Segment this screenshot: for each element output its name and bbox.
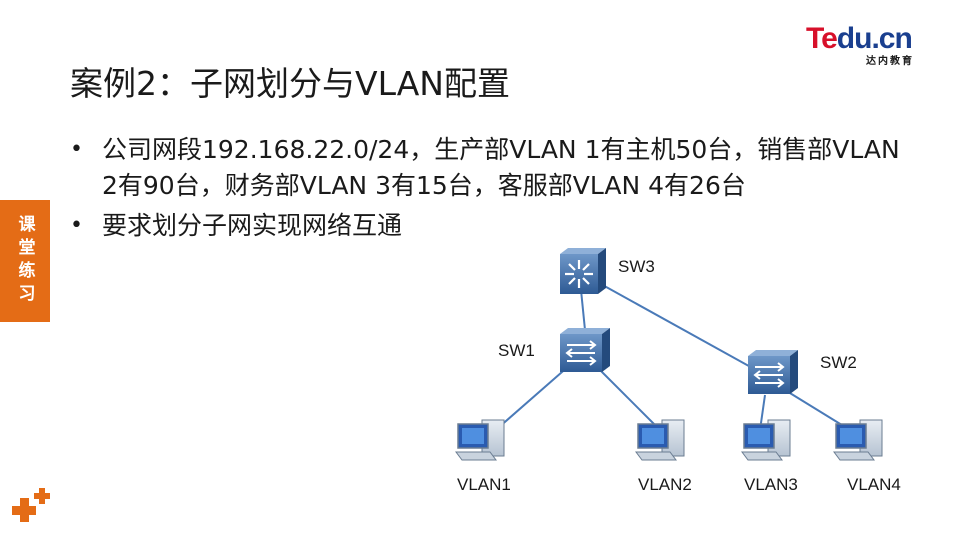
link-sw3-sw2: [589, 277, 766, 376]
tedu-logo: Tedu.cn 达内教育: [806, 22, 936, 72]
logo-du: du.cn: [836, 22, 913, 55]
bullet-item: • 公司网段192.168.22.0/24，生产部VLAN 1有主机50台，销售…: [70, 132, 900, 204]
logo-wordmark: Tedu.cn: [806, 22, 913, 56]
switch-icon: [748, 350, 798, 394]
bullet-text: 公司网段192.168.22.0/24，生产部VLAN 1有主机50台，销售部V…: [102, 135, 900, 200]
computer-icon: [741, 419, 791, 461]
link-sw1-vlan2: [594, 364, 661, 431]
host-label: VLAN4: [847, 475, 901, 494]
switch-label: SW2: [820, 353, 857, 372]
side-tab: 课堂练习: [0, 200, 50, 322]
switch-label: SW1: [498, 341, 535, 360]
bullet-dot: •: [70, 213, 83, 238]
plus-decoration-icon: [12, 488, 50, 522]
computer-icon: [635, 419, 685, 461]
host-label: VLAN3: [744, 475, 798, 494]
bullet-text: 要求划分子网实现网络互通: [102, 211, 403, 240]
bullet-item: • 要求划分子网实现网络互通: [70, 208, 900, 244]
core-switch-icon: [560, 248, 606, 294]
host-label: VLAN2: [638, 475, 692, 494]
host-label: VLAN1: [457, 475, 511, 494]
bullet-dot: •: [70, 137, 83, 162]
computer-icon: [833, 419, 883, 461]
bullet-list: • 公司网段192.168.22.0/24，生产部VLAN 1有主机50台，销售…: [70, 132, 900, 248]
logo-subtitle: 达内教育: [866, 56, 914, 67]
network-links: [489, 277, 851, 436]
computer-icon: [455, 419, 505, 461]
network-diagram: SW3 SW1 SW2: [455, 248, 901, 494]
switch-icon: [560, 328, 610, 372]
switch-label: SW3: [618, 257, 655, 276]
slide-title: 案例2：子网划分与VLAN配置: [70, 64, 510, 103]
logo-te: Te: [806, 22, 838, 55]
